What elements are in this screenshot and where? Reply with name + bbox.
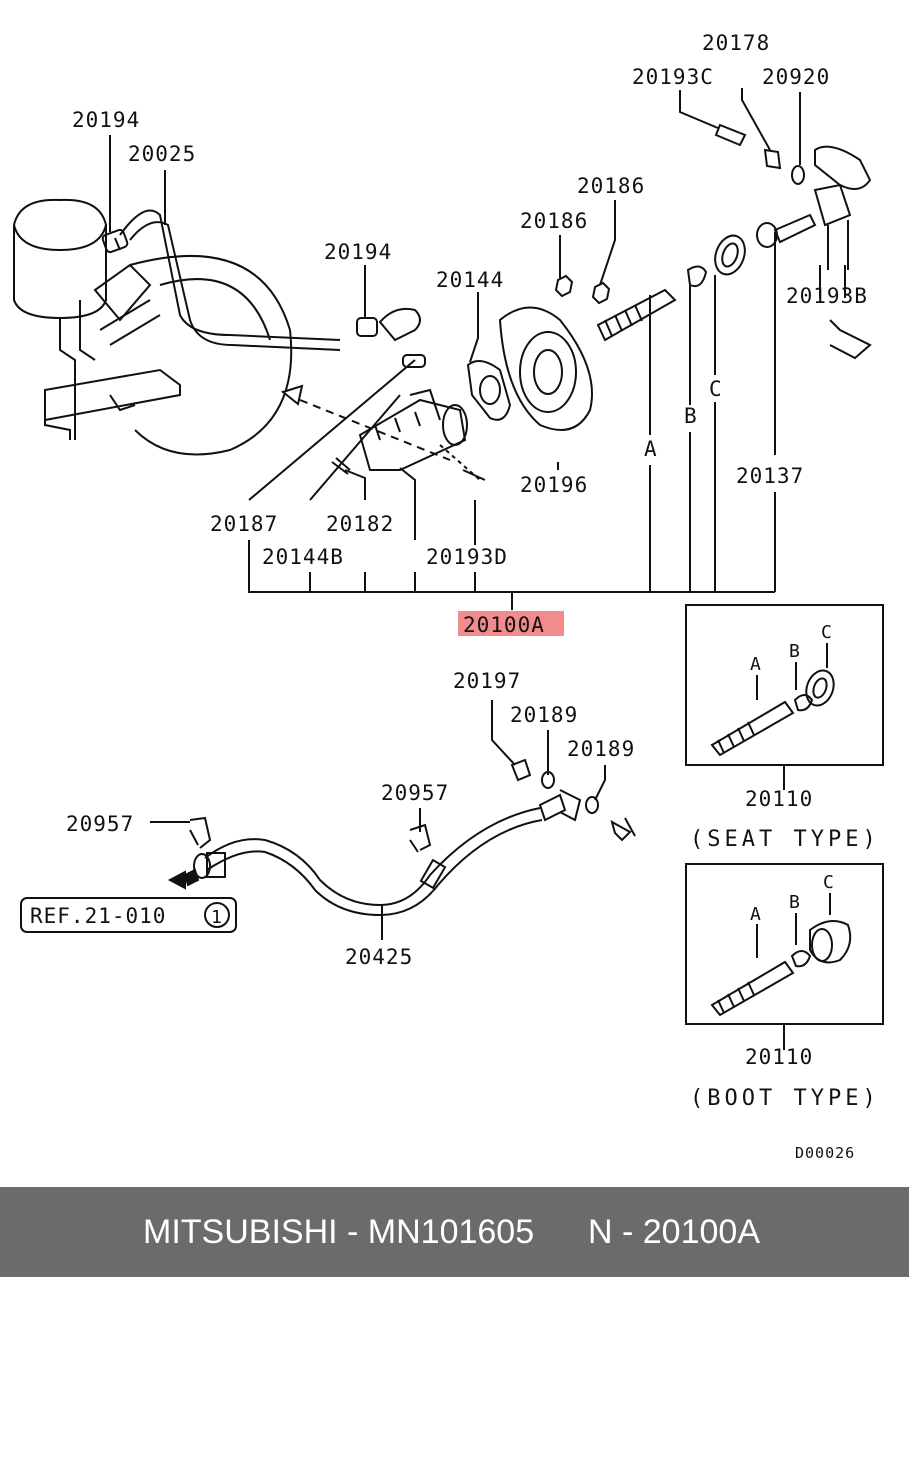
footer-ref-code: N - 20100A [588,1213,760,1251]
label-20193D: 20193D [426,545,508,569]
label-A-main: A [644,437,658,461]
label-20189-b: 20189 [567,737,635,761]
boot-label-B: B [789,892,801,913]
reservoir-booster-drawing [13,198,293,456]
boot-label-C: C [823,872,835,893]
seat-caption: (SEAT TYPE) [690,827,880,852]
label-C-main: C [709,377,723,401]
boot-type-box [685,863,884,1025]
boot-caption: (BOOT TYPE) [690,1086,880,1111]
footer-bar: MITSUBISHI - MN101605 N - 20100A [0,1187,909,1277]
seat-type-box [685,604,884,766]
seat-label-C: C [821,622,833,643]
boot-label-A: A [750,904,762,925]
label-20186-a: 20186 [577,174,645,198]
ref-label: REF.21-010 [30,904,166,928]
label-B-main: B [684,404,698,428]
label-20425: 20425 [345,945,413,969]
label-20186-b: 20186 [520,209,588,233]
upper-leader-lines [109,88,846,610]
parts-diagram: 20178 20193C 20920 20194 20025 20186 201… [13,31,884,1162]
label-20100A: 20100A [463,613,545,637]
label-20197: 20197 [453,669,521,693]
hose-assembly-drawing [167,758,636,917]
label-20178: 20178 [702,31,770,55]
label-20182: 20182 [326,512,394,536]
label-20957-b: 20957 [381,781,449,805]
seat-label-A: A [750,654,762,675]
ref-box [20,897,237,933]
label-20137: 20137 [736,464,804,488]
label-20144B: 20144B [262,545,344,569]
lower-leader-lines [150,700,606,940]
seat-part-number: 20110 [745,787,813,811]
label-20193B: 20193B [786,284,868,308]
ref-circle-number: 1 [211,907,223,928]
label-20957-a: 20957 [66,812,134,836]
label-20144: 20144 [436,268,504,292]
label-20920: 20920 [762,65,830,89]
label-20187: 20187 [210,512,278,536]
label-20194-a: 20194 [72,108,140,132]
label-20196: 20196 [520,473,588,497]
label-20025: 20025 [128,142,196,166]
master-cylinder-drawing [331,354,486,481]
footer-brand-part: MITSUBISHI - MN101605 [143,1213,535,1251]
highlight-20100A [458,611,564,636]
label-20194-b: 20194 [324,240,392,264]
label-20189-a: 20189 [510,703,578,727]
label-20193C: 20193C [632,65,714,89]
seat-label-B: B [789,641,801,662]
boot-part-number: 20110 [745,1045,813,1069]
drawing-code: D00026 [795,1144,855,1162]
hose-20025 [119,209,341,341]
